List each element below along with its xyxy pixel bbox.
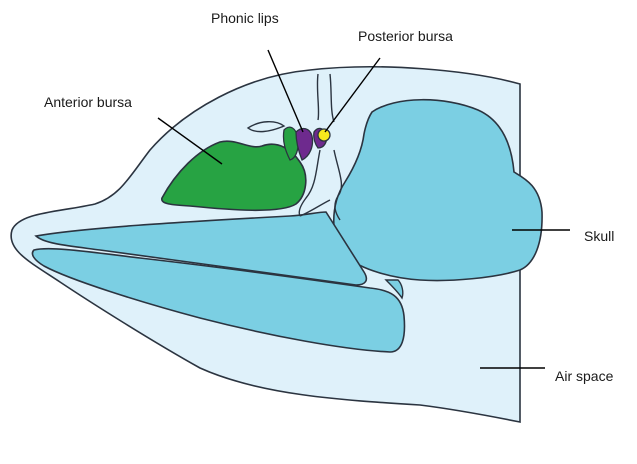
label-skull: Skull	[584, 228, 614, 244]
label-air-space: Air space	[555, 368, 613, 384]
label-posterior-bursa: Posterior bursa	[358, 28, 453, 44]
posterior-bursa	[318, 129, 330, 141]
label-phonic-lips: Phonic lips	[211, 10, 279, 26]
label-anterior-bursa: Anterior bursa	[44, 94, 132, 110]
